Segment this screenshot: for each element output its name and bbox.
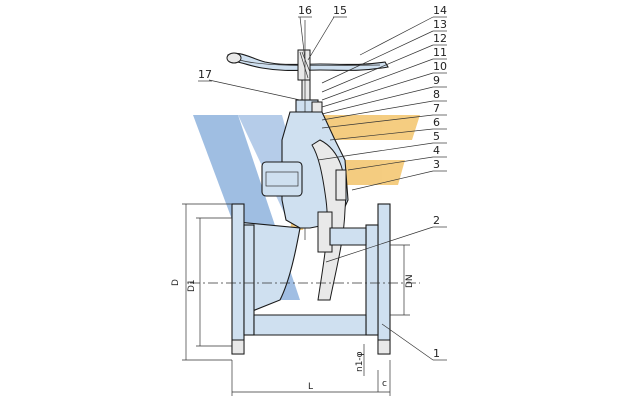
callout-leader-8: [321, 100, 434, 121]
dim-c: c: [382, 379, 387, 389]
callout-leader-12: [321, 44, 434, 93]
callout-leader-1: [381, 323, 434, 361]
callout-leader-6: [329, 128, 434, 141]
callout-leader-11: [321, 58, 434, 101]
callout-leader-3: [351, 170, 434, 191]
callout-leader-5: [317, 142, 434, 161]
callout-leader-10: [321, 72, 434, 108]
callout-number-11: 11: [433, 46, 447, 59]
dim-dn: DN: [405, 274, 415, 288]
callout-leader-15: [307, 16, 335, 61]
callout-number-6: 6: [433, 116, 440, 129]
callout-number-5: 5: [433, 130, 440, 143]
dim-bolt: n1-φ: [355, 351, 365, 372]
callout-number-7: 7: [433, 102, 440, 115]
callout-leader-9: [321, 86, 434, 115]
callout-leader-7: [321, 114, 434, 129]
callout-number-10: 10: [433, 60, 447, 73]
callout-number-12: 12: [433, 32, 447, 45]
callout-leader-16: [299, 16, 306, 61]
callout-number-16: 16: [298, 4, 312, 17]
callout-leader-4: [347, 156, 434, 171]
callout-leader-14: [359, 16, 434, 56]
dimension-lines: [182, 203, 410, 396]
callout-number-15: 15: [333, 4, 347, 17]
dim-l: L: [308, 382, 313, 392]
callout-leader-17: [208, 79, 301, 101]
callout-number-9: 9: [433, 74, 440, 87]
callout-number-1: 1: [433, 347, 440, 360]
flanges: [231, 203, 391, 355]
callout-number-14: 14: [433, 4, 447, 17]
callout-number-3: 3: [433, 158, 440, 171]
dim-d: D: [171, 279, 181, 286]
handwheel: [226, 49, 389, 81]
callout-leader-2: [325, 226, 434, 263]
callout-number-17: 17: [198, 68, 212, 81]
callout-number-2: 2: [433, 214, 440, 227]
callout-number-13: 13: [433, 18, 447, 31]
callout-number-8: 8: [433, 88, 440, 101]
callout-number-4: 4: [433, 144, 440, 157]
callout-leader-13: [321, 30, 434, 84]
dim-d1: D1: [187, 279, 197, 292]
